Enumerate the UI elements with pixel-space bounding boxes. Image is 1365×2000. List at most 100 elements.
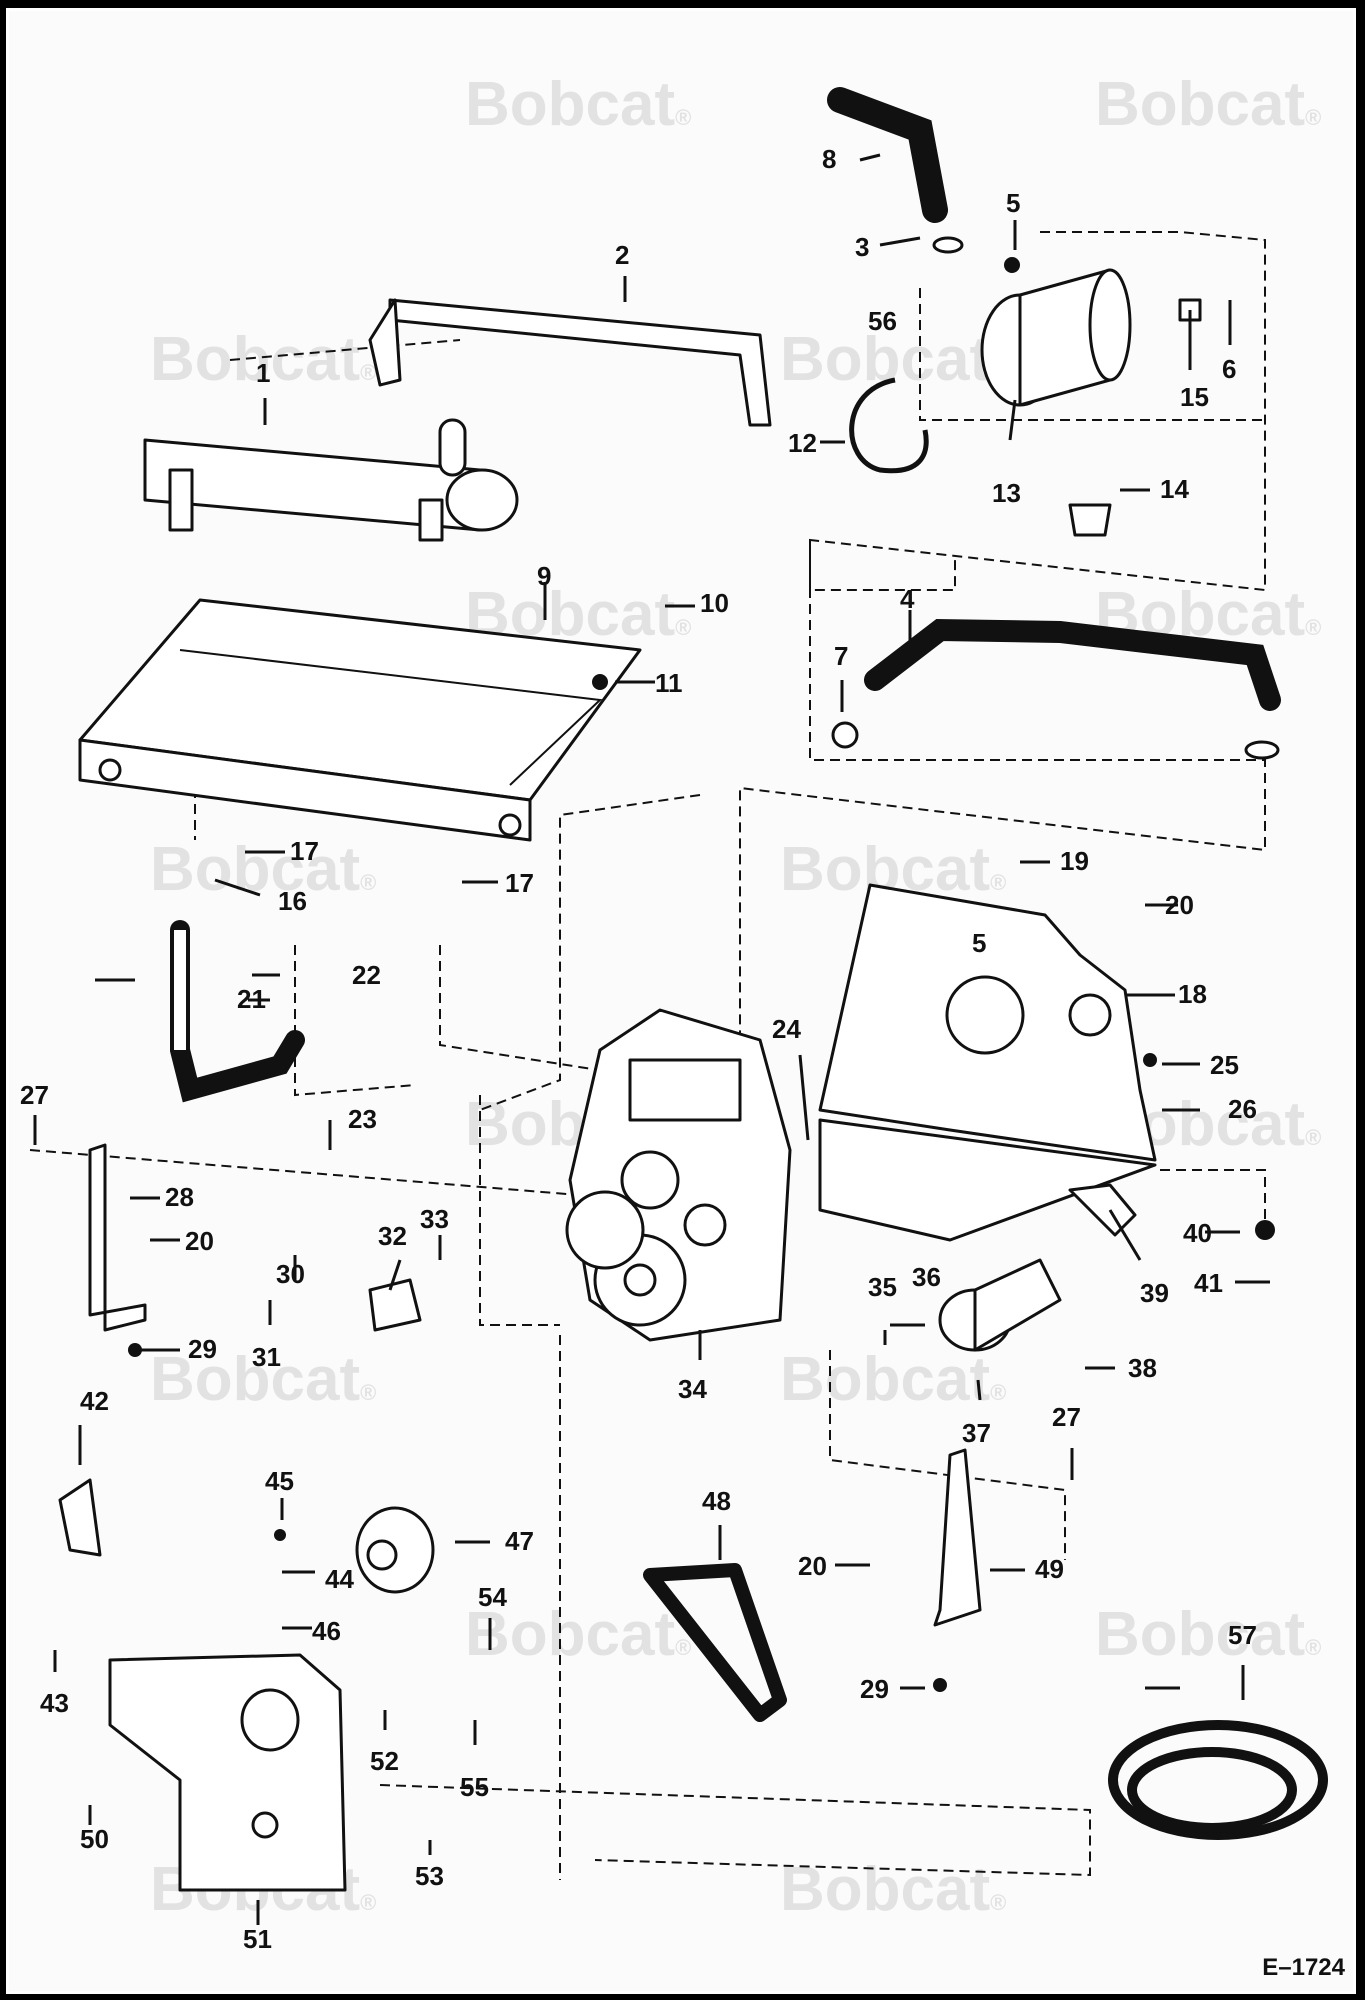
callout-1: 1 xyxy=(256,358,270,388)
callout-20-b: 20 xyxy=(185,1226,214,1256)
callout-13: 13 xyxy=(992,478,1021,508)
registered-mark: ® xyxy=(990,1380,1006,1405)
callout-26: 26 xyxy=(1228,1094,1257,1124)
svg-text:Bobcat®: Bobcat® xyxy=(1095,1600,1321,1669)
callout-53: 53 xyxy=(415,1861,444,1891)
callout-36: 36 xyxy=(912,1262,941,1292)
svg-text:Bobcat®: Bobcat® xyxy=(780,1855,1006,1924)
callout-8: 8 xyxy=(822,144,836,174)
registered-mark: ® xyxy=(360,870,376,895)
callout-labels: 1 2 3 4 5 6 7 8 9 10 11 12 13 14 15 16 1… xyxy=(20,144,1257,1954)
callout-52: 52 xyxy=(370,1746,399,1776)
callout-49: 49 xyxy=(1035,1554,1064,1584)
callout-27-b: 27 xyxy=(1052,1402,1081,1432)
mounting-strap-part xyxy=(368,298,772,427)
callout-17-b: 17 xyxy=(505,868,534,898)
callout-10: 10 xyxy=(700,588,729,618)
fan-belt-part xyxy=(643,1563,787,1722)
watermark-logo: Bobcat® xyxy=(780,1345,1006,1414)
registered-mark: ® xyxy=(1305,1635,1321,1660)
callout-5-b: 5 xyxy=(972,928,986,958)
svg-text:Bobcat®: Bobcat® xyxy=(465,1600,691,1669)
callout-9: 9 xyxy=(537,561,551,591)
callout-44: 44 xyxy=(325,1564,354,1594)
figure-reference-code: E–1724 xyxy=(1262,1954,1345,1981)
callout-18: 18 xyxy=(1178,979,1207,1009)
callout-27: 27 xyxy=(20,1080,49,1110)
callout-34: 34 xyxy=(678,1374,707,1404)
callout-4: 4 xyxy=(900,584,915,614)
callout-43: 43 xyxy=(40,1688,69,1718)
registered-mark: ® xyxy=(360,1380,376,1405)
callout-16: 16 xyxy=(278,886,307,916)
air-cleaner-part xyxy=(980,268,1202,537)
callout-50: 50 xyxy=(80,1824,109,1854)
assembly-dashed-lines xyxy=(29,231,1266,1880)
callout-37: 37 xyxy=(962,1418,991,1448)
watermark-logo: Bobcat® xyxy=(150,325,376,394)
callout-17: 17 xyxy=(290,836,319,866)
engine-plate-part xyxy=(818,883,1157,1242)
callout-25: 25 xyxy=(1210,1050,1239,1080)
callout-20: 20 xyxy=(1165,890,1194,920)
hardware-dots xyxy=(128,257,1275,1692)
registered-mark: ® xyxy=(360,1890,376,1915)
registered-mark: ® xyxy=(675,105,691,130)
watermark-logo: Bobcat® xyxy=(150,1345,376,1414)
registered-mark: ® xyxy=(990,870,1006,895)
exhaust-pipe-part xyxy=(170,920,305,1103)
callout-47: 47 xyxy=(505,1526,534,1556)
intake-hose-part xyxy=(827,87,1281,760)
registered-mark: ® xyxy=(1305,1125,1321,1150)
callout-51: 51 xyxy=(243,1924,272,1954)
muffler-part xyxy=(143,418,519,542)
leader-lines xyxy=(33,153,1270,1925)
callout-20-c: 20 xyxy=(798,1551,827,1581)
belt-guard-part xyxy=(108,1653,347,1892)
wire-harness-part xyxy=(1108,1720,1328,1840)
callout-32: 32 xyxy=(378,1221,407,1251)
registered-mark: ® xyxy=(1305,105,1321,130)
callout-54: 54 xyxy=(478,1582,507,1612)
callout-33: 33 xyxy=(420,1204,449,1234)
alternator-part xyxy=(355,1506,435,1594)
registered-mark: ® xyxy=(1305,615,1321,640)
registered-mark: ® xyxy=(675,1635,691,1660)
support-frame-part xyxy=(78,598,642,842)
callout-40: 40 xyxy=(1183,1218,1212,1248)
callout-39: 39 xyxy=(1140,1278,1169,1308)
callout-56: 56 xyxy=(868,306,897,336)
callout-29-b: 29 xyxy=(860,1674,889,1704)
callout-38: 38 xyxy=(1128,1353,1157,1383)
engine-block-part xyxy=(565,1008,792,1342)
callout-42: 42 xyxy=(80,1386,109,1416)
callout-28: 28 xyxy=(165,1182,194,1212)
registered-mark: ® xyxy=(360,360,376,385)
callout-5: 5 xyxy=(1006,188,1020,218)
watermark-logo: Bobcat® xyxy=(1095,1600,1321,1669)
callout-29: 29 xyxy=(188,1334,217,1364)
callout-11: 11 xyxy=(655,668,683,698)
svg-text:Bobcat®: Bobcat® xyxy=(780,1345,1006,1414)
callout-45: 45 xyxy=(265,1466,294,1496)
callout-24: 24 xyxy=(772,1014,801,1044)
watermark-logo: Bobcat® xyxy=(780,1855,1006,1924)
callout-35: 35 xyxy=(868,1272,897,1302)
callout-21: 21 xyxy=(237,984,266,1014)
registered-mark: ® xyxy=(675,615,691,640)
callout-3: 3 xyxy=(855,232,869,262)
callout-14: 14 xyxy=(1160,474,1189,504)
callout-57: 57 xyxy=(1228,1620,1257,1650)
svg-text:Bobcat®: Bobcat® xyxy=(150,325,376,394)
callout-7: 7 xyxy=(834,641,848,671)
svg-text:Bobcat®: Bobcat® xyxy=(1095,70,1321,139)
callout-55: 55 xyxy=(460,1772,489,1802)
callout-46: 46 xyxy=(312,1616,341,1646)
callout-48: 48 xyxy=(702,1486,731,1516)
watermark-logo: Bobcat® xyxy=(465,70,691,139)
clamp-hose-part xyxy=(849,377,929,474)
callout-12: 12 xyxy=(788,428,817,458)
callout-15: 15 xyxy=(1180,382,1209,412)
registered-mark: ® xyxy=(990,1890,1006,1915)
